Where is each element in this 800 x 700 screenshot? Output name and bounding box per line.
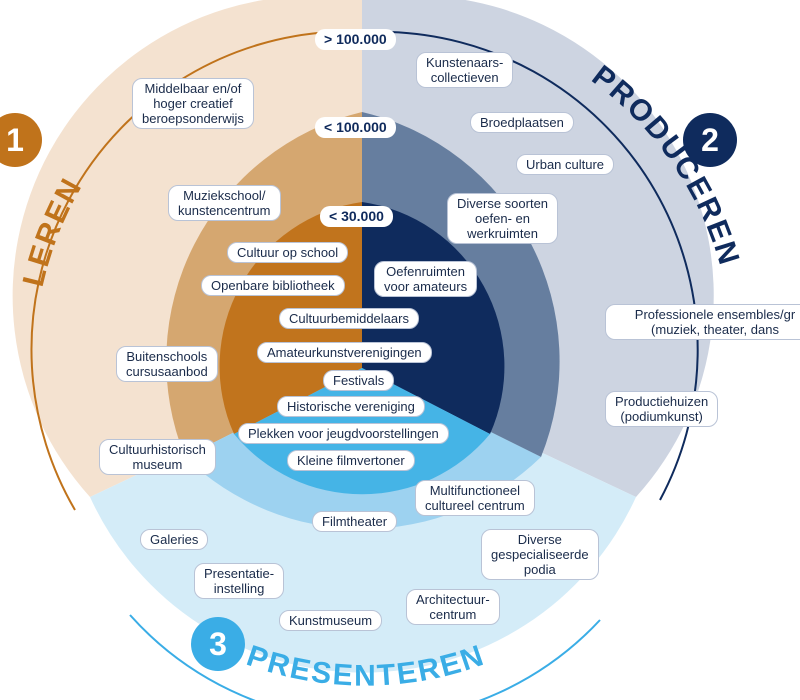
label-professionele: Professionele ensembles/gr (muziek, thea… xyxy=(605,304,800,340)
label-openbare-bibliotheek: Openbare bibliotheek xyxy=(201,275,345,296)
outline-arc-presenteren xyxy=(129,614,601,700)
badge-presenteren-number: 3 xyxy=(191,617,245,671)
label-productiehuizen: Productiehuizen (podiumkunst) xyxy=(605,391,719,427)
label-muziekschool: Muziekschool/ kunstencentrum xyxy=(168,185,281,221)
label-middelbaar: Middelbaar en/of hoger creatief beroepso… xyxy=(132,78,254,129)
label-diverse-podia: Diverse gespecialiseerde podia xyxy=(481,529,599,580)
label-historische: Historische vereniging xyxy=(277,396,425,417)
label-kunstmuseum: Kunstmuseum xyxy=(279,610,383,631)
label-cultuur-op-school: Cultuur op school xyxy=(227,242,349,263)
label-cultuurhistorisch: Cultuurhistorisch museum xyxy=(99,439,216,475)
label-amateurkunst: Amateurkunstverenigingen xyxy=(257,342,432,363)
label-architectuur: Architectuur- centrum xyxy=(406,589,500,625)
label-broedplaatsen: Broedplaatsen xyxy=(470,112,574,133)
badge-leren-number: 1 xyxy=(0,113,42,167)
ring-label-outer: > 100.000 xyxy=(315,29,396,50)
label-filmtheater: Filmtheater xyxy=(312,511,398,532)
label-plekken: Plekken voor jeugdvoorstellingen xyxy=(238,423,449,444)
label-multifunctioneel: Multifunctioneel cultureel centrum xyxy=(415,480,535,516)
label-presentatie: Presentatie- instelling xyxy=(194,563,285,599)
ring-label-inner: < 30.000 xyxy=(320,206,393,227)
sector-produceren-inner xyxy=(362,202,505,434)
label-buitenschools: Buitenschools cursusaanbod xyxy=(116,346,218,382)
badge-produceren-number: 2 xyxy=(683,113,737,167)
label-festivals: Festivals xyxy=(323,370,395,391)
label-urban-culture: Urban culture xyxy=(516,154,615,175)
outline-arc-leren xyxy=(30,31,331,511)
label-diverse-oefen: Diverse soorten oefen- en werkruimten xyxy=(447,193,559,244)
ring-label-middle: < 100.000 xyxy=(315,117,396,138)
label-kunstenaarscollectieven: Kunstenaars- collectieven xyxy=(416,52,514,88)
label-galeries: Galeries xyxy=(140,529,209,550)
label-oefenruimten: Oefenruimten voor amateurs xyxy=(374,261,478,297)
label-cultuurbemiddelaars: Cultuurbemiddelaars xyxy=(279,308,419,329)
label-kleine-film: Kleine filmvertoner xyxy=(287,450,415,471)
